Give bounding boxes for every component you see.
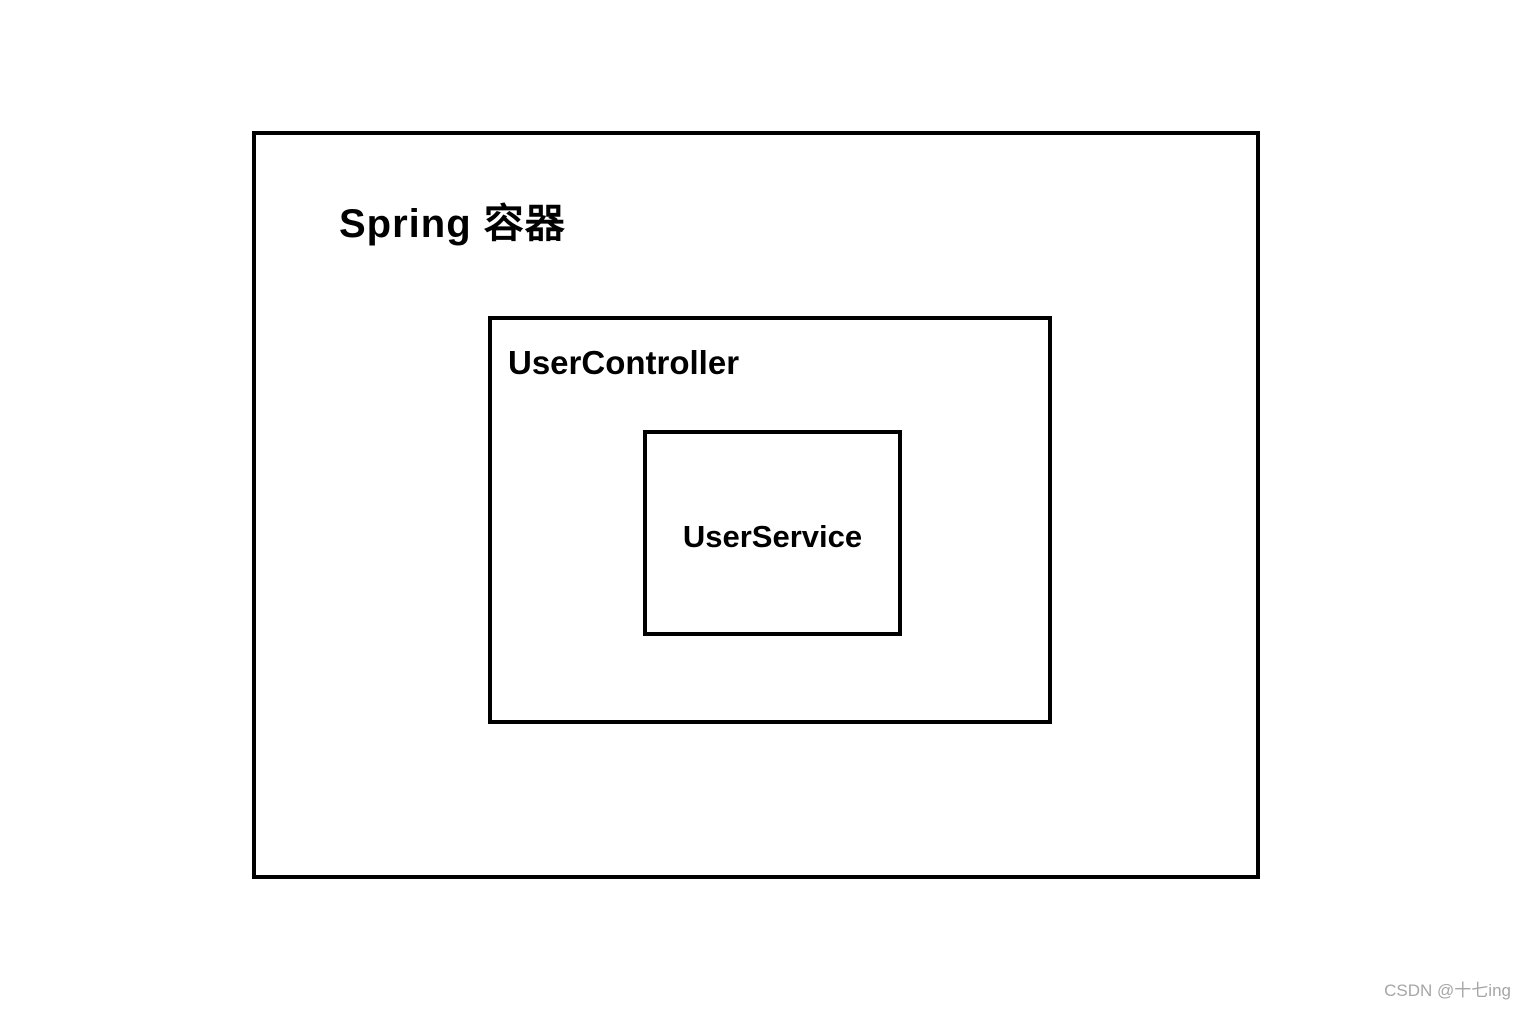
user-controller-label: UserController: [508, 344, 740, 381]
user-service-box: UserService: [643, 430, 902, 636]
user-service-label: UserService: [682, 519, 863, 554]
user-controller-box: UserController UserService: [488, 316, 1052, 724]
csdn-watermark: CSDN @十七ing: [1384, 981, 1511, 1000]
spring-container-box: Spring 容器 UserController UserService: [252, 131, 1260, 879]
spring-container-label: Spring 容器: [339, 202, 566, 246]
